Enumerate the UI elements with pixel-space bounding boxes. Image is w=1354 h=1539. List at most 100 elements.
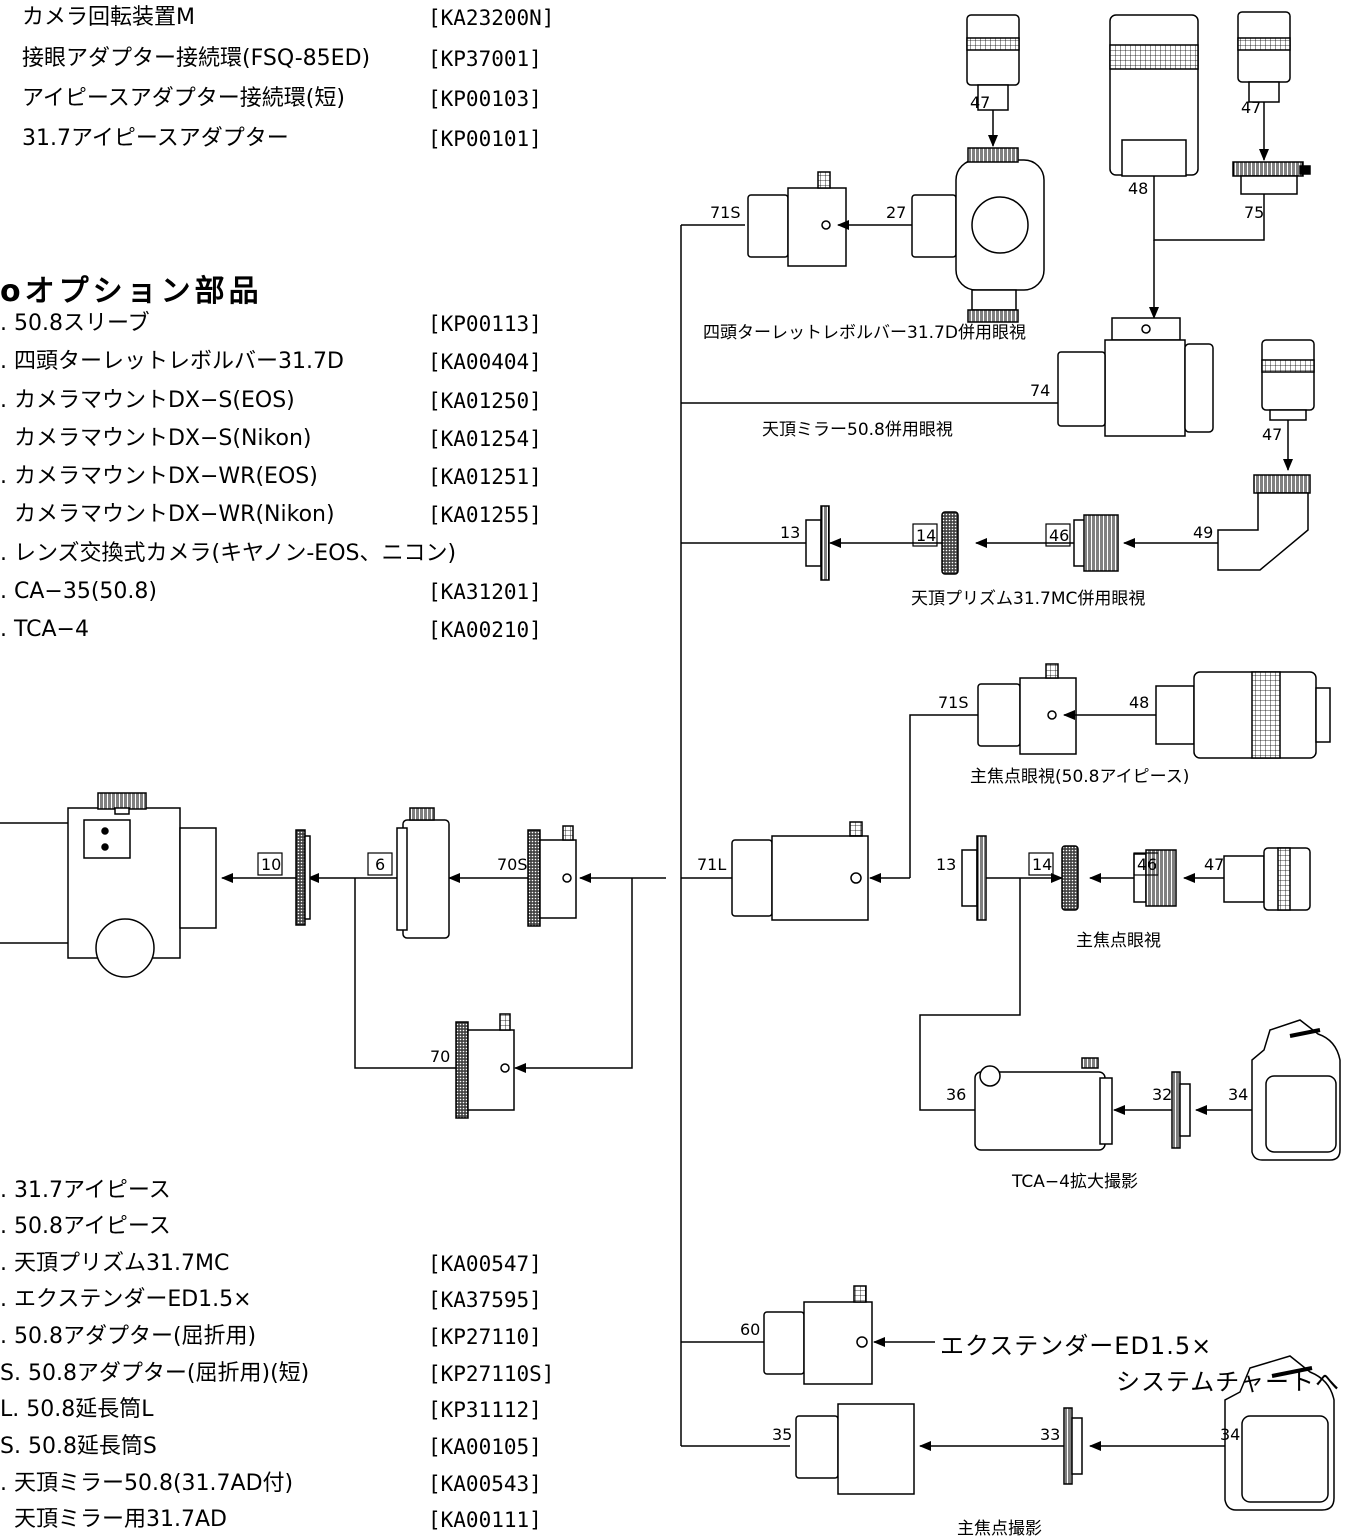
eyepiece-adapter-6 [396, 807, 450, 939]
part-label-34-b: 34 [1220, 1425, 1240, 1444]
part-label-71S-middle: 71S [938, 693, 969, 712]
part-label-14-a: 14 [916, 526, 936, 545]
list-item-code: [KP27110] [428, 1325, 542, 1349]
list-item-name: . 天頂プリズム31.7MC [0, 1251, 230, 1276]
list-item-code: [KA01250] [428, 389, 542, 413]
part-label-70: 70 [430, 1047, 450, 1066]
part-label-36: 36 [946, 1085, 966, 1104]
caption-prime-focus-eye: 主焦点眼視 [1076, 931, 1161, 951]
list-item-code: [KA37595] [428, 1288, 542, 1312]
list-item-name: . 四頭ターレットレボルバー31.7D [0, 349, 344, 374]
list-item-code: [KA31201] [428, 580, 542, 604]
list-item-code: [KP00103] [428, 87, 542, 111]
part-label-71S-top: 71S [710, 203, 741, 222]
part-label-48-b: 48 [1129, 693, 1149, 712]
sleeve-70 [455, 1013, 515, 1119]
list-item-name: L. 50.8延長筒L [0, 1397, 154, 1422]
part-label-35: 35 [772, 1425, 792, 1444]
list-item-name: . エクステンダーED1.5× [0, 1287, 252, 1312]
list-item-code: [KP37001] [428, 47, 542, 71]
adapter-14-a [941, 511, 959, 575]
list-item-name: . カメラマウントDX−WR(EOS) [0, 464, 318, 489]
list-item-code: [KA00210] [428, 618, 542, 642]
list-item-name: S. 50.8延長筒S [0, 1434, 157, 1459]
adapter-33 [1063, 1407, 1083, 1485]
list-item-name: . 50.8アイピース [0, 1214, 171, 1239]
part-label-75: 75 [1244, 203, 1264, 222]
zenith-prism-49 [1217, 474, 1311, 571]
part-label-46-a: 46 [1049, 526, 1069, 545]
adapter-75 [1232, 161, 1311, 195]
list-item-code: [KA00543] [428, 1472, 542, 1496]
camera-body-34-b [1224, 1355, 1335, 1511]
list-item-code: [KP00101] [428, 127, 542, 151]
caption-tca4: TCA−4拡大撮影 [1012, 1172, 1138, 1192]
extension-tube-71L [731, 821, 869, 921]
telescope-body [0, 792, 217, 978]
list-item-code: [KA01251] [428, 465, 542, 489]
adapter-46-b [1133, 849, 1177, 907]
adapter-ring-10 [295, 829, 311, 926]
list-item-name: カメラマウントDX−WR(Nikon) [0, 502, 335, 527]
caption-zenith-mirror: 天頂ミラー50.8併用眼視 [762, 420, 953, 440]
caption-extender-1: エクステンダーED1.5× [940, 1332, 1213, 1360]
sleeve-71S-middle [977, 663, 1077, 755]
part-label-13-a: 13 [780, 523, 800, 542]
part-label-6: 6 [375, 855, 385, 874]
adapter-13-a [805, 505, 830, 581]
list-item-name: . レンズ交換式カメラ(キヤノン-EOS、ニコン) [0, 541, 457, 566]
list-item-code: [KA00547] [428, 1252, 542, 1276]
part-label-71L: 71L [697, 855, 726, 874]
part-label-27: 27 [886, 203, 906, 222]
part-label-10: 10 [261, 855, 281, 874]
sleeve-70S [527, 825, 577, 927]
part-label-32: 32 [1152, 1085, 1172, 1104]
zenith-mirror-74 [1057, 317, 1214, 437]
list-item-name: . CA−35(50.8) [0, 579, 157, 604]
list-item-name: カメラ回転装置M [22, 5, 195, 30]
list-item-code: [KP00113] [428, 312, 542, 336]
part-label-46-b: 46 [1137, 855, 1157, 874]
list-item-code: [KP31112] [428, 1398, 542, 1422]
caption-extender-2: システムチャートへ [1116, 1368, 1341, 1396]
list-item-name: . 50.8スリーブ [0, 311, 150, 336]
list-item-name: . 天頂ミラー50.8(31.7AD付) [0, 1471, 294, 1496]
list-item-name: 接眼アダプター接続環(FSQ-85ED) [22, 46, 371, 71]
part-label-48-a: 48 [1128, 179, 1148, 198]
part-label-34-a: 34 [1228, 1085, 1248, 1104]
part-label-33: 33 [1040, 1425, 1060, 1444]
list-item-name: アイピースアダプター接続環(短) [22, 86, 345, 111]
list-item-name: . 50.8アダプター(屈折用) [0, 1324, 257, 1349]
list-item-name: S. 50.8アダプター(屈折用)(短) [0, 1361, 310, 1386]
list-item-name: . TCA−4 [0, 617, 89, 642]
part-label-14-b: 14 [1032, 855, 1052, 874]
eyepiece-47-d [1223, 847, 1311, 911]
list-item-code: [KA01254] [428, 427, 542, 451]
tca4-36 [974, 1057, 1113, 1151]
list-item-code: [KA01255] [428, 503, 542, 527]
list-item-code: [KP27110S] [428, 1362, 555, 1386]
eyepiece-48-a [1109, 14, 1199, 177]
adapter-13-b [961, 835, 987, 921]
part-label-49: 49 [1193, 523, 1213, 542]
list-item-code: [KA00404] [428, 350, 542, 374]
caption-prime-focus-508: 主焦点眼視(50.8アイピース) [970, 767, 1190, 787]
camera-body-34-a [1251, 1019, 1341, 1161]
part-label-74: 74 [1030, 381, 1050, 400]
part-label-13-b: 13 [936, 855, 956, 874]
list-item-name: 31.7アイピースアダプター [22, 126, 289, 151]
turret-revolver-27 [911, 147, 1045, 323]
eyepiece-48-b [1155, 671, 1331, 759]
list-item-name: . 31.7アイピース [0, 1178, 171, 1203]
eyepiece-47-a [966, 14, 1020, 111]
list-item-name: 天頂ミラー用31.7AD [0, 1507, 227, 1532]
part-label-47-b: 47 [1241, 98, 1261, 117]
part-labels: 10 6 70S 70 71L 71S 27 47 48 47 75 74 47… [261, 93, 1282, 1444]
options-heading: oオプション部品 [0, 274, 263, 309]
adapter-32 [1171, 1071, 1191, 1149]
list-item-code: [KA00111] [428, 1508, 542, 1532]
list-item-name: . カメラマウントDX−S(EOS) [0, 388, 295, 413]
list-item-code: [KA23200N] [428, 6, 555, 30]
extender-60 [763, 1285, 873, 1385]
